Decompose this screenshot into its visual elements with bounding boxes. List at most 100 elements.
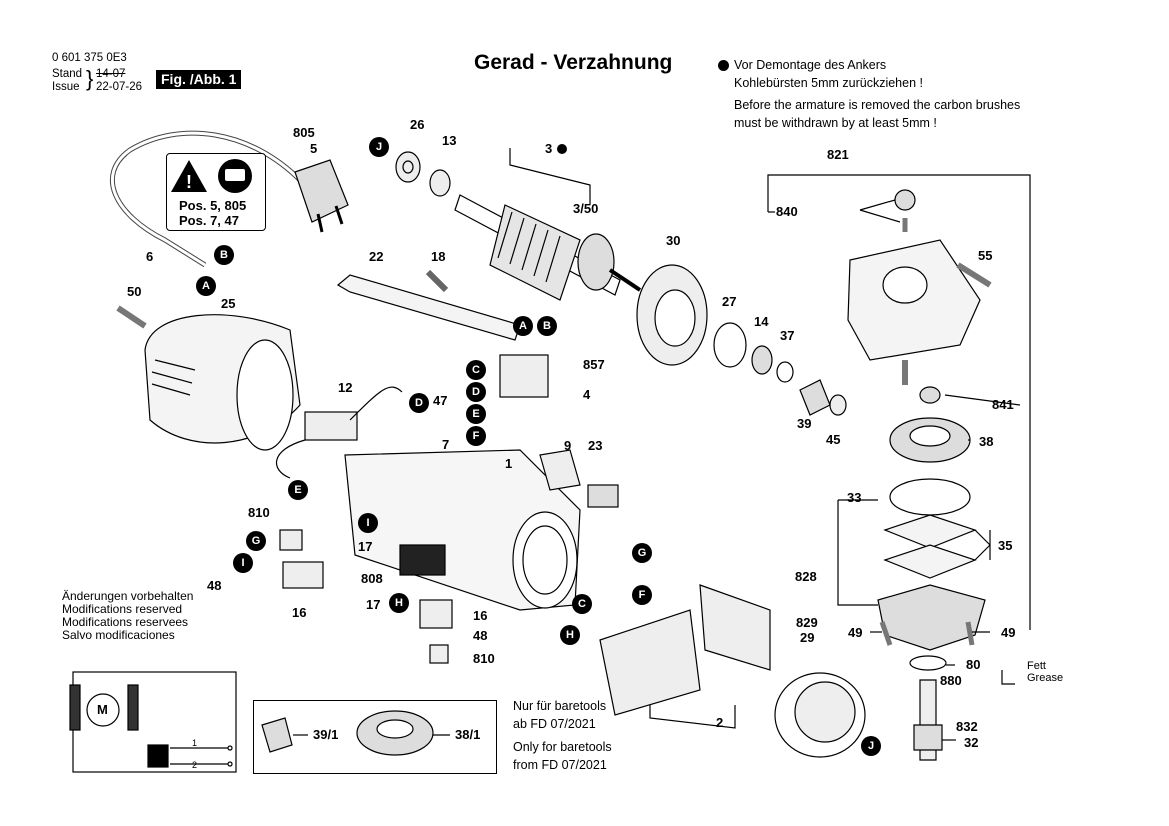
callout-37: 37	[780, 328, 795, 343]
washer-37	[776, 361, 794, 383]
page-title: Gerad - Verzahnung	[474, 51, 673, 74]
insulation-808	[399, 544, 446, 576]
carbon-brush-810a	[279, 529, 303, 551]
callout-48-a: 48	[207, 578, 222, 593]
grease-en: Grease	[1027, 672, 1064, 684]
bubble-h-coil: H	[560, 625, 580, 645]
bubble-i-brush: I	[233, 553, 253, 573]
bubble-b-cable: B	[214, 245, 234, 265]
warning-triangle-icon: !	[171, 159, 252, 193]
warning-line2: Pos. 7, 47	[179, 213, 239, 228]
callout-3-50: 3/50	[573, 201, 599, 216]
spring-18	[425, 269, 449, 293]
callout-821: 821	[827, 147, 849, 162]
grease-de: Fett	[1027, 660, 1046, 672]
stand-label: Stand	[52, 68, 83, 80]
callout-829: 829	[796, 615, 818, 630]
note-en-line2: must be withdrawn by at least 5mm !	[734, 116, 937, 130]
armature	[454, 194, 642, 301]
bubble-e-switch: E	[466, 404, 486, 424]
bubble-h-brush: H	[389, 593, 409, 613]
bearing-14	[751, 345, 773, 375]
circuit-diagram	[69, 671, 237, 773]
bubble-i-housing: I	[358, 513, 378, 533]
callout-13: 13	[442, 133, 457, 148]
bubble-j-top: J	[369, 137, 389, 157]
callout-30: 30	[666, 233, 681, 248]
callout-840: 840	[776, 204, 798, 219]
callout-1: 1	[505, 456, 513, 471]
callout-50: 50	[127, 284, 142, 299]
bubble-f-switch: F	[466, 426, 486, 446]
nut-45	[829, 394, 847, 416]
washer-80	[909, 655, 947, 671]
brush-holder-16a	[282, 561, 324, 589]
callout-23: 23	[588, 438, 603, 453]
callout-7: 7	[442, 437, 450, 452]
callout-808: 808	[361, 571, 383, 586]
gasket-35b	[883, 544, 977, 579]
bubble-f-coil: F	[632, 585, 652, 605]
part-38-1: 38/1	[455, 727, 481, 742]
capacitor	[304, 411, 358, 441]
callout-17-a: 17	[358, 539, 373, 554]
modifications-es: Salvo modificaciones	[62, 628, 175, 642]
bubble-g-coil: G	[632, 543, 652, 563]
callout-49-a: 49	[848, 625, 863, 640]
switch-rod	[336, 274, 521, 341]
issue-date: 22-07-26	[96, 81, 143, 93]
callout-45: 45	[826, 432, 841, 447]
carbon-brush-810b	[429, 644, 449, 664]
note-en-line1: Before the armature is removed the carbo…	[734, 98, 1021, 112]
callout-17-b: 17	[366, 597, 381, 612]
bubble-d-switch: D	[466, 382, 486, 402]
figure-label: Fig. /Abb. 1	[156, 70, 242, 89]
brace-icon: }	[86, 66, 94, 91]
bubble-b-switch: B	[537, 316, 557, 336]
baretools-en-line2: from FD 07/2021	[513, 758, 607, 772]
guard-29	[774, 672, 866, 758]
callout-38: 38	[979, 434, 994, 449]
bearing-13	[429, 169, 451, 197]
callout-805: 805	[293, 125, 315, 140]
field-coil	[599, 584, 771, 716]
seal-27	[713, 322, 747, 368]
screw-50	[116, 305, 147, 329]
baretools-de-line2: ab FD 07/2021	[513, 717, 596, 731]
slider-23	[587, 484, 619, 508]
warning-line1: Pos. 5, 805	[179, 198, 247, 213]
callout-6: 6	[146, 249, 154, 264]
modifications-fr: Modifications reservees	[62, 615, 189, 629]
callout-27: 27	[722, 294, 737, 309]
callout-5: 5	[310, 141, 318, 156]
svg-text:!: !	[186, 172, 192, 192]
callout-12: 12	[338, 380, 353, 395]
callout-3-dot-icon	[557, 144, 567, 154]
o-ring-33	[889, 478, 971, 516]
insulation-9	[539, 449, 581, 491]
callout-48-b: 48	[473, 628, 488, 643]
issue-label: Issue	[52, 81, 80, 93]
callout-2: 2	[716, 715, 724, 730]
callout-39: 39	[797, 416, 812, 431]
callout-16-b: 16	[473, 608, 488, 623]
callout-35: 35	[998, 538, 1013, 553]
callout-841: 841	[992, 397, 1014, 412]
callout-810-a: 810	[248, 505, 270, 520]
callout-22: 22	[369, 249, 384, 264]
motor-label: M	[97, 702, 108, 717]
switch-label-1: 1	[192, 738, 198, 748]
callout-832: 832	[956, 719, 978, 734]
pinion-39	[799, 379, 831, 416]
note-bullet-icon	[718, 60, 729, 71]
brush-holder-16b	[419, 599, 453, 629]
baretools-en-line1: Only for baretools	[513, 740, 612, 754]
bubble-g-brush: G	[246, 531, 266, 551]
stand-old-date: 14-07	[96, 68, 126, 80]
bubble-d-capacitor: D	[409, 393, 429, 413]
switch-label-2: 2	[192, 760, 198, 770]
callout-47: 47	[433, 393, 448, 408]
callout-25: 25	[221, 296, 236, 311]
switch-4	[499, 354, 549, 398]
